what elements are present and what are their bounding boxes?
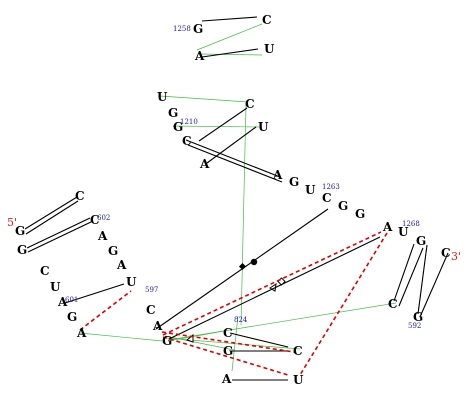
nucleotide: C [75, 189, 85, 203]
backbone-line [172, 125, 263, 128]
base-pair-line [25, 200, 79, 235]
base-pair-line [26, 217, 91, 249]
nucleotide: U [264, 42, 275, 56]
base-pair-line [229, 332, 289, 348]
backbone-line [167, 302, 397, 341]
tertiary-interactions [79, 231, 388, 376]
nucleotide: G [338, 199, 348, 213]
position-label: 601 [65, 296, 78, 304]
base-pair-line [398, 247, 424, 307]
tertiary-interaction-line [162, 336, 289, 376]
nucleotide-layer: G C A U U G C G A C U A G U C G G A U G … [7, 13, 461, 387]
base-pair-line [201, 48, 259, 58]
nucleotide: U [293, 373, 304, 387]
position-label: 592 [408, 322, 421, 330]
backbone-line [198, 53, 263, 56]
base-pair-line [185, 139, 281, 178]
nucleotide: G [67, 310, 77, 324]
base-pair-line [168, 236, 381, 340]
base-pair-line [27, 221, 92, 253]
nucleotide: C [441, 246, 451, 260]
base-pair-line [201, 16, 258, 22]
nucleotide: A [97, 229, 108, 243]
nucleotide: G [193, 22, 203, 36]
pair-symbol-filled-square [238, 262, 247, 271]
five-prime-end-label: 5' [7, 216, 17, 229]
nucleotide: A [152, 319, 163, 333]
backbone-line [240, 103, 247, 326]
base-pair-line [187, 144, 283, 183]
position-label: 1268 [402, 220, 420, 228]
base-pair-line [198, 107, 248, 142]
nucleotide: A [221, 372, 232, 386]
nucleotide: C [293, 344, 303, 358]
nucleotide: G [168, 106, 178, 120]
nucleotide: A [199, 157, 210, 171]
backbone-line [196, 23, 263, 51]
backbone-line [167, 330, 225, 342]
nucleotide: A [272, 168, 283, 182]
base-pair-line [64, 283, 125, 304]
nucleotide: C [388, 297, 398, 311]
nucleotide: C [182, 134, 192, 148]
nucleotide: C [90, 213, 100, 227]
position-label: 1210 [180, 118, 198, 126]
nucleotide: U [126, 275, 137, 289]
nucleotide: C [40, 264, 50, 278]
nucleotide: G [413, 310, 423, 324]
nucleotide: A [76, 326, 87, 340]
base-pair-line [155, 208, 329, 330]
position-label: 602 [97, 214, 110, 222]
tertiary-interaction-line [161, 331, 295, 353]
position-label: 824 [234, 316, 248, 324]
nucleotide: A [194, 49, 205, 63]
nucleotide: A [116, 258, 127, 272]
nucleotide: G [223, 344, 233, 358]
nucleotide: C [245, 97, 255, 111]
nucleotide: G [17, 243, 27, 257]
base-pair-line [393, 243, 415, 302]
base-pair-line [24, 196, 78, 230]
nucleotide: U [258, 120, 269, 134]
position-label: 1263 [322, 183, 340, 191]
nucleotide: G [416, 234, 426, 248]
tertiary-interaction-line [162, 231, 382, 336]
nucleotide: A [382, 220, 393, 234]
nucleotide: A [57, 295, 68, 309]
nucleotide: G [162, 334, 172, 348]
position-label: 597 [145, 286, 158, 294]
nucleotide: C [223, 326, 233, 340]
nucleotide: U [398, 225, 409, 239]
nucleotide: G [108, 244, 118, 258]
pair-symbol-filled-circle [250, 258, 258, 266]
three-prime-end-label: 3' [451, 250, 461, 263]
base-pair-lines [24, 16, 449, 381]
nucleotide: C [262, 13, 272, 27]
nucleotide: C [146, 303, 156, 317]
nucleotide: U [50, 280, 61, 294]
base-pair-line [417, 244, 428, 315]
base-pair-line [206, 126, 257, 164]
backbone-line [159, 95, 249, 103]
nucleotide: C [322, 191, 332, 205]
nucleotide: G [355, 207, 365, 221]
base-pair-line [419, 252, 449, 318]
nucleotide: U [157, 90, 168, 104]
nucleotide: G [289, 175, 299, 189]
backbone-line [164, 335, 235, 351]
tertiary-interaction-line [79, 290, 132, 331]
nucleotide: U [305, 183, 316, 197]
position-label: 1258 [173, 25, 191, 33]
nucleotide: G [173, 120, 183, 134]
nucleotide: G [15, 224, 25, 238]
backbone-line [79, 332, 163, 342]
